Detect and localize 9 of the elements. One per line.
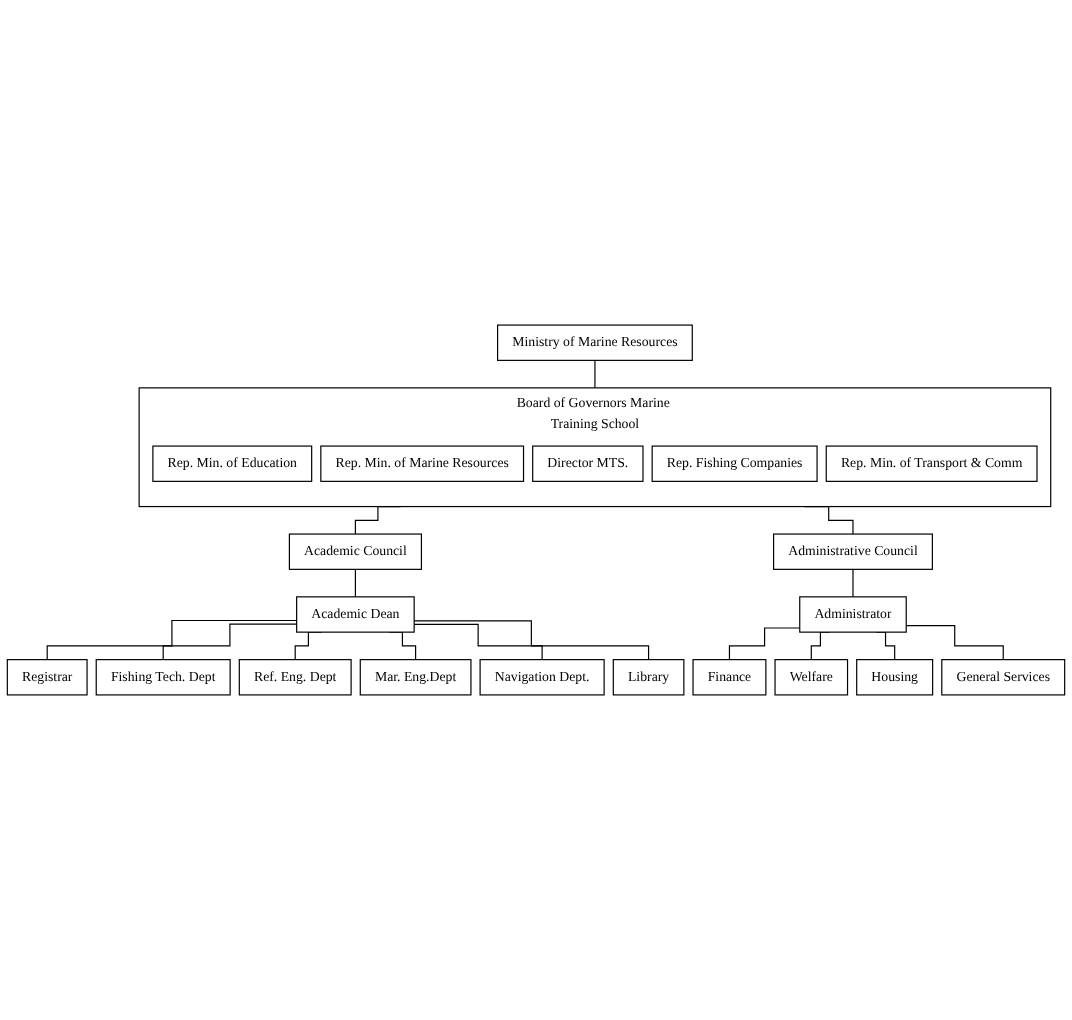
connector [905, 625, 1004, 661]
connector [852, 568, 854, 598]
connector [413, 623, 543, 661]
connector [46, 619, 298, 661]
connector [594, 359, 596, 389]
connector [413, 620, 650, 661]
connector [354, 568, 356, 598]
connector [162, 623, 298, 661]
connector [728, 627, 801, 661]
